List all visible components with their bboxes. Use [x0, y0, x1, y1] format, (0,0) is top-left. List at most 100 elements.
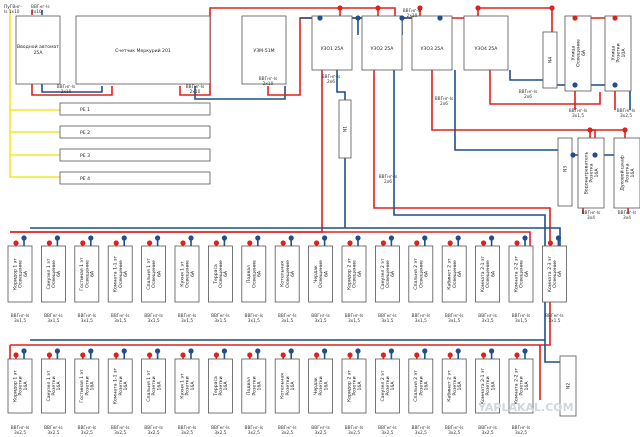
breaker-label: Спальня 1 эт	[146, 258, 152, 290]
breaker-label: Котельная	[280, 373, 286, 399]
breaker-label: Чердак	[313, 265, 319, 283]
breaker-cable: ВВГнг-ls	[144, 313, 163, 319]
rcd3-breaker-cable: 3x4	[587, 215, 595, 221]
pe-bus-label-4: PE 4	[80, 176, 90, 182]
phase-junction	[247, 240, 253, 246]
breaker-box	[174, 358, 200, 414]
neutral-junction	[322, 235, 328, 241]
breaker-label: Чердак	[313, 377, 319, 395]
breaker-cable: ВВГнг-ls	[78, 425, 97, 431]
breaker-box	[542, 245, 567, 303]
breaker-label: Розетки	[418, 376, 424, 395]
breaker-cable: 3x1,5	[515, 318, 527, 324]
breaker-box	[7, 358, 33, 414]
breaker-label: Спальня 1 эт	[146, 370, 152, 402]
phase-junction	[612, 15, 618, 21]
neutral-junction	[592, 152, 598, 158]
breaker-box	[308, 245, 334, 303]
breaker-label: Розетки	[519, 376, 525, 395]
rcd1-cable: 2x6	[327, 79, 335, 85]
phase-junction	[213, 352, 219, 358]
breaker-cable: 3x1,5	[482, 318, 494, 324]
breaker-cable: ВВГнг-ls	[345, 425, 364, 431]
breaker-label: Розетки	[485, 376, 491, 395]
breaker-label: Комната 2-1 эт	[480, 367, 486, 404]
breaker-label: 6А	[524, 270, 530, 277]
main-breaker-label: Вводной автомат	[17, 43, 59, 50]
breaker-cable: ВВГнг-ls	[111, 313, 130, 319]
breaker-label: Розетки	[51, 376, 57, 395]
outdoor-breaker-cable: ВВГнг-ls	[569, 108, 588, 114]
rcd3-box	[411, 15, 453, 71]
breaker-box	[475, 358, 501, 414]
breaker-label: 6А	[23, 270, 29, 277]
breaker-label: 6А	[424, 270, 430, 277]
phase-rcd3-out	[582, 208, 629, 214]
rcd-label-3: УЗО3 25А	[421, 46, 445, 52]
breaker-label: 6А	[557, 270, 563, 277]
breaker-label: Спальня 2 эт	[413, 258, 419, 290]
breaker-label: Освещение	[519, 260, 525, 288]
rcd4-cable: 2x6	[524, 94, 532, 100]
neutral-junction	[489, 235, 495, 241]
outdoor-breaker-cable: 3x2,5	[620, 113, 632, 119]
breaker-cable: 3x2,5	[114, 430, 126, 436]
breaker-label: 6А	[190, 270, 196, 277]
breaker-label: 6А	[457, 270, 463, 277]
phase-junction	[622, 127, 628, 133]
breaker-label: 16А	[290, 381, 296, 391]
breaker-label: 16А	[56, 381, 62, 391]
phase-junction	[13, 352, 19, 358]
breaker-box	[107, 358, 133, 414]
cable-after-meter: 2x10	[190, 89, 201, 95]
breaker-cable: ВВГнг-ls	[211, 313, 230, 319]
neutral-junction	[399, 15, 405, 21]
phase-junction	[180, 352, 186, 358]
rcd3-breaker-cable: ВВГнг-ls	[618, 210, 637, 216]
breaker-label: 16А	[424, 381, 430, 391]
cable-after-meter: ВВГнг-ls	[186, 84, 205, 90]
breaker-box	[508, 358, 534, 414]
rcd3-breaker-label: Водонагреватель	[583, 151, 589, 194]
phase-junction	[572, 15, 578, 21]
breaker-label: Розетки	[352, 376, 358, 395]
neutral-junction	[489, 348, 495, 354]
breaker-label: Гостиная 1 эт	[79, 257, 85, 291]
breaker-cable: 3x1,5	[248, 318, 260, 324]
neutral-junction	[188, 348, 194, 354]
neutral-junction	[555, 235, 562, 241]
breaker-label: Освещение	[552, 260, 558, 288]
breaker-box	[341, 358, 367, 414]
neutral-junction	[422, 235, 428, 241]
breaker-box	[7, 245, 33, 303]
n3-box	[557, 137, 573, 207]
neutral-rcd4-to-n4	[509, 70, 543, 81]
neutral-junction	[522, 348, 528, 354]
breaker-label: Розетки	[218, 376, 224, 395]
phase-junction	[547, 240, 554, 246]
breaker-box	[341, 245, 367, 303]
breaker-box	[207, 245, 233, 303]
phase-junction	[147, 240, 153, 246]
neutral-junction	[54, 235, 61, 241]
breaker-label: Комната 2-2 эт	[513, 367, 519, 404]
n-bus-label: N2	[566, 383, 572, 389]
neutral-junction	[317, 15, 323, 21]
rcd4-cable: ВВГнг-ls	[519, 89, 538, 95]
breaker-box	[141, 245, 167, 303]
breaker-cable: 3x1,5	[348, 318, 360, 324]
phase-junction	[314, 240, 320, 246]
breaker-cable: 3x2,5	[315, 430, 327, 436]
outdoor-breaker-cable: 3x1,5	[572, 113, 584, 119]
breaker-label: Комната 2-2 эт	[513, 255, 519, 292]
outdoor-socket-box	[604, 15, 632, 92]
breaker-cable: ВВГнг-ls	[44, 425, 63, 431]
neutral-rcd3-to-n3	[454, 70, 558, 151]
breaker-label: Розетки	[285, 376, 291, 395]
breaker-cable: 3x1,5	[81, 318, 93, 324]
breaker-cable: ВВГнг-ls	[144, 425, 163, 431]
phase-junction	[46, 240, 53, 246]
pe-bus-box-3	[59, 148, 211, 162]
phase-junction	[13, 240, 19, 246]
pe-bus-label-1: PE 1	[80, 107, 90, 113]
